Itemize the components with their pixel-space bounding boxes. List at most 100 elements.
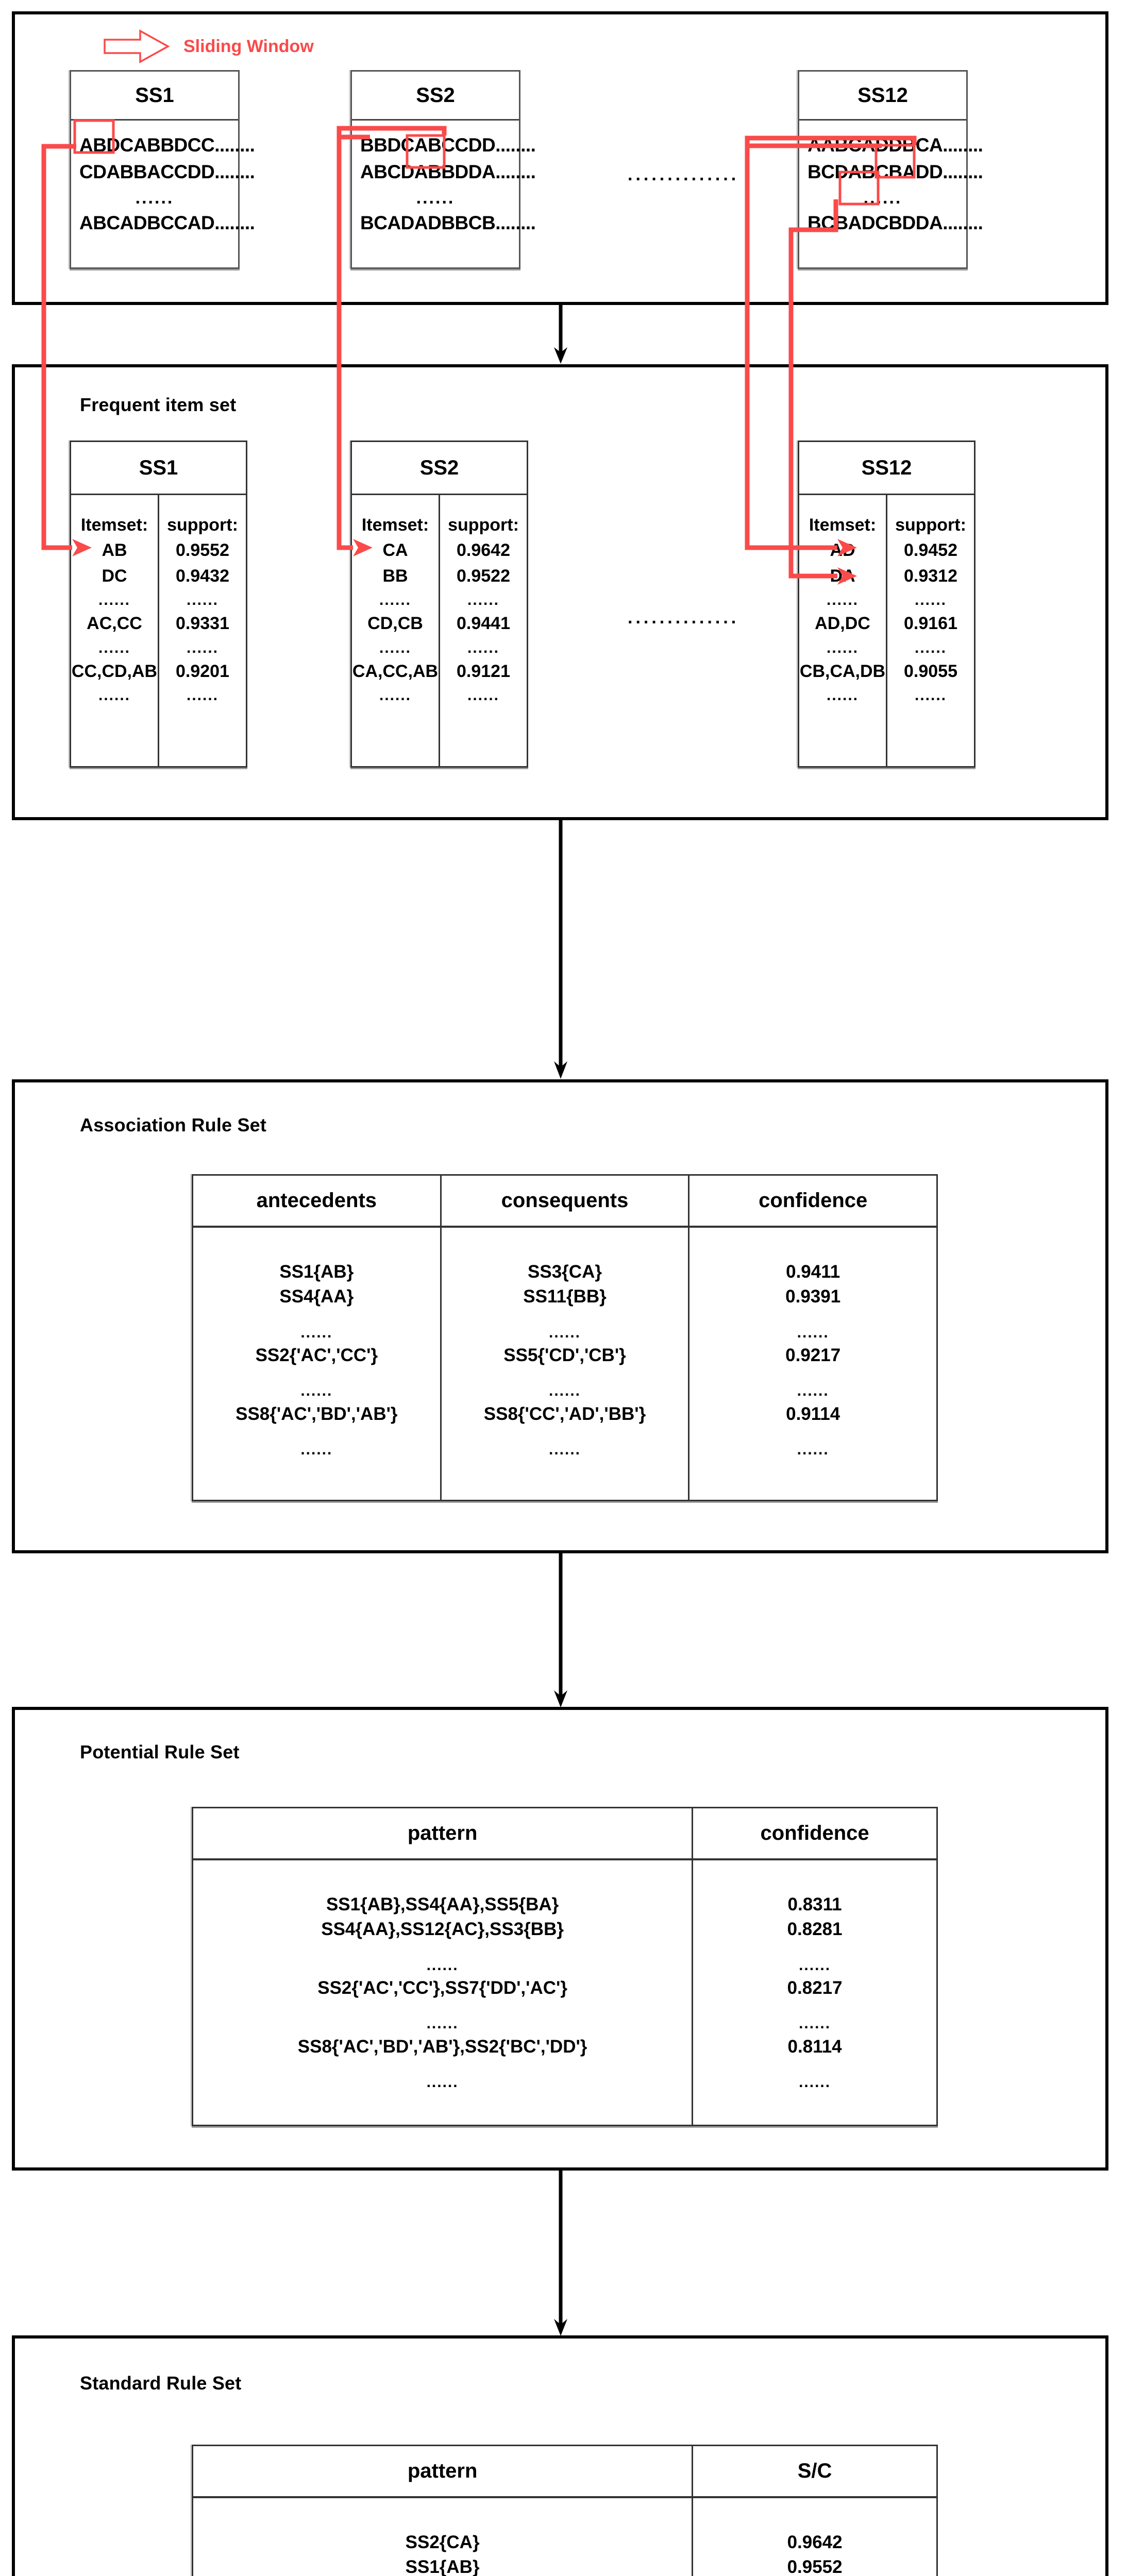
itemset-cell: ...... <box>98 639 130 656</box>
table-cell: SS2{'AC','CC'},SS7{'DD','AC'} <box>317 1977 567 1998</box>
table-cell: SS1{AB} <box>405 2557 480 2576</box>
table-cell: ...... <box>426 2073 459 2091</box>
itemset-cell: ...... <box>379 591 411 608</box>
potential-rule-set-title: Potential Rule Set <box>80 1741 240 1762</box>
table-cell: SS8{'AC','BD','AB'},SS2{'BC','DD'} <box>297 2036 587 2057</box>
support-cell: ...... <box>467 591 499 608</box>
table-cell: ...... <box>549 1440 581 1458</box>
table-cell: SS11{BB} <box>523 1286 607 1307</box>
support-cell: 0.9642 <box>457 540 510 561</box>
sequence-card-ss1: SS1 ABDCABBDCC........ CDABBACCDD.......… <box>70 70 255 269</box>
flow-arrow-down-4 <box>554 2171 567 2336</box>
itemset-cell: CC,CD,AB <box>71 662 158 682</box>
column-header-pattern: pattern <box>193 2446 694 2496</box>
support-column: support: 0.9452 0.9312 ...... 0.9161 ...… <box>887 495 974 766</box>
sequence-line: CDABBACCDD........ <box>79 161 255 182</box>
sequence-ellipsis: ...... <box>863 188 902 208</box>
column-header: support: <box>167 515 238 535</box>
sequence-line: BCDABCBADD........ <box>808 161 983 182</box>
support-cell: 0.9552 <box>176 540 229 561</box>
sequence-line: BBDCABCCDD........ <box>360 134 536 156</box>
table-cell: 0.9642 <box>787 2532 843 2552</box>
table-cell: SS4{AA},SS12{AC},SS3{BB} <box>321 1919 564 1940</box>
table-header-row: pattern S/C <box>193 2446 936 2498</box>
column-header-confidence: confidence <box>760 1822 869 1844</box>
table-cell: SS8{'CC','AD','BB'} <box>483 1403 646 1424</box>
support-cell: 0.9432 <box>176 566 229 586</box>
table-column-confidence: 0.8311 0.8281 ...... 0.8217 ...... 0.811… <box>693 1860 936 2125</box>
sequence-card-title: SS2 <box>352 72 519 121</box>
itemset-cell: ...... <box>379 687 411 704</box>
itemset-cell: CD,CB <box>367 614 423 634</box>
support-cell: 0.9312 <box>904 566 957 586</box>
support-cell: 0.9441 <box>457 614 510 634</box>
table-cell: SS5{'CD','CB'} <box>503 1345 626 1365</box>
support-cell: 0.9161 <box>904 614 957 634</box>
table-column-sc: 0.9642 0.9552 ...... 0.8217 ...... 0.811… <box>693 2498 936 2576</box>
sequence-line: ABCDABBDDA........ <box>360 161 536 182</box>
table-cell: 0.8311 <box>787 1894 842 1914</box>
sequence-line: BCBADCBDDA........ <box>808 212 983 234</box>
itemset-cell: AD,DC <box>815 614 870 634</box>
table-cell: 0.8281 <box>787 1919 843 1940</box>
support-cell: ...... <box>914 687 947 704</box>
sequence-ellipsis: ...... <box>416 188 455 208</box>
table-cell: 0.9411 <box>786 1262 840 1282</box>
itemset-cell: AC,CC <box>87 614 142 634</box>
table-cell: ...... <box>549 1324 581 1341</box>
itemset-column: Itemset: AD DA ...... AD,DC ...... CB,CA… <box>799 495 887 766</box>
itemset-column: Itemset: CA BB ...... CD,CB ...... CA,CC… <box>352 495 440 766</box>
table-column-antecedents: SS1{AB} SS4{AA} ...... SS2{'AC','CC'} ..… <box>193 1228 442 1500</box>
itemset-cell: ...... <box>379 639 411 656</box>
frequent-itemset-card-ss12: SS12 Itemset: AD DA ...... AD,DC ...... … <box>798 440 975 768</box>
itemset-cell: BB <box>382 566 408 586</box>
sequence-line: AABCADDBCA........ <box>808 134 983 156</box>
flow-arrow-down-2 <box>554 820 567 1079</box>
association-rule-set-title: Association Rule Set <box>80 1114 267 1136</box>
table-cell: ...... <box>426 1956 459 1974</box>
frequent-itemset-card-ss2: SS2 Itemset: CA BB ...... CD,CB ...... C… <box>350 440 528 768</box>
table-cell: ...... <box>797 1440 829 1458</box>
standard-rule-table: pattern S/C SS2{CA} SS1{AB} ...... SS2{'… <box>192 2445 938 2576</box>
support-cell: ...... <box>186 687 218 704</box>
table-cell: 0.9217 <box>785 1345 841 1365</box>
table-cell: SS3{CA} <box>528 1262 602 1282</box>
itemset-cell: ...... <box>826 639 859 656</box>
support-cell: 0.9121 <box>457 662 510 682</box>
table-column-confidence: 0.9411 0.9391 ...... 0.9217 ...... 0.911… <box>689 1228 936 1500</box>
sequence-line: ABCADBCCAD........ <box>79 212 255 234</box>
sequence-card-title: SS1 <box>71 72 238 121</box>
itemset-cell: AD <box>830 540 855 561</box>
itemset-column: Itemset: AB DC ...... AC,CC ...... CC,CD… <box>71 495 159 766</box>
sequence-line: ABDCABBDCC........ <box>79 134 255 156</box>
table-cell: ...... <box>426 2015 459 2032</box>
potential-rule-table: pattern confidence SS1{AB},SS4{AA},SS5{B… <box>192 1807 938 2126</box>
support-cell: ...... <box>467 639 499 656</box>
table-cell: ...... <box>549 1382 581 1400</box>
table-cell: ...... <box>797 1382 829 1400</box>
column-header: support: <box>895 515 966 535</box>
support-column: support: 0.9552 0.9432 ...... 0.9331 ...… <box>159 495 246 766</box>
frequent-itemset-card-ss1: SS1 Itemset: AB DC ...... AC,CC ...... C… <box>70 440 247 768</box>
sequence-card-title: SS12 <box>799 72 966 121</box>
itemset-cell: CB,CA,DB <box>799 662 886 682</box>
flow-arrow-down-3 <box>554 1553 567 1707</box>
frequent-itemset-card-title: SS1 <box>71 442 246 495</box>
support-cell: 0.9522 <box>457 566 510 586</box>
support-cell: 0.9055 <box>904 662 957 682</box>
support-cell: ...... <box>186 639 218 656</box>
flow-arrow-down-1 <box>554 305 567 364</box>
column-header: Itemset: <box>809 515 877 535</box>
table-column-pattern: SS2{CA} SS1{AB} ...... SS2{'AC','CC'},SS… <box>193 2498 694 2576</box>
support-cell: 0.9452 <box>904 540 957 561</box>
table-cell: ...... <box>300 1440 333 1458</box>
table-cell: ...... <box>797 1324 829 1341</box>
table-cell: SS8{'AC','BD','AB'} <box>236 1403 398 1424</box>
column-header-pattern: pattern <box>193 1808 694 1858</box>
support-column: support: 0.9642 0.9522 ...... 0.9441 ...… <box>440 495 527 766</box>
standard-rule-set-title: Standard Rule Set <box>80 2372 242 2394</box>
table-cell: ...... <box>799 1956 831 1974</box>
sequence-card-ss12: SS12 AABCADDBCA........ BCDABCBADD......… <box>798 70 983 269</box>
support-cell: ...... <box>914 591 947 608</box>
frequent-itemset-between-ellipsis: .............. <box>628 608 739 628</box>
